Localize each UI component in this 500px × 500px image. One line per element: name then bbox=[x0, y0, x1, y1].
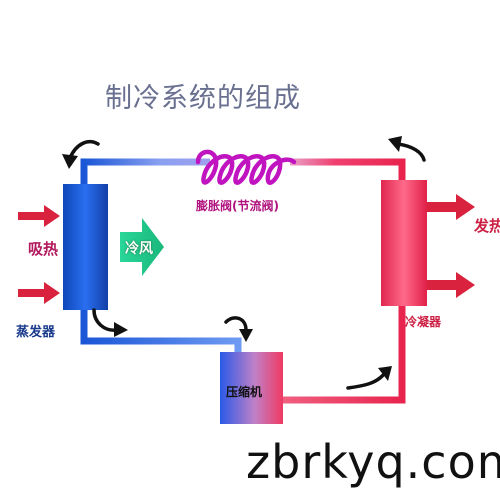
evaporator-label: 蒸发器 bbox=[16, 325, 56, 340]
flow-arrowhead-compressor-top bbox=[239, 329, 253, 342]
flow-arrow-compressor-top bbox=[224, 316, 248, 332]
pipe-evaporator-to-compressor bbox=[80, 308, 242, 354]
flow-arrow-top-right bbox=[396, 142, 426, 162]
compressor-unit bbox=[220, 352, 283, 424]
absorb-heat-arrows bbox=[18, 205, 60, 304]
pipe-evaporator-to-valve bbox=[80, 158, 210, 186]
emit-heat-label: 发热 bbox=[474, 217, 500, 235]
pipe-valve-to-condenser bbox=[290, 158, 406, 182]
emit-heat-arrow-bottom bbox=[427, 272, 475, 298]
condenser-unit bbox=[381, 180, 427, 306]
condenser-label: 冷凝器 bbox=[405, 315, 442, 329]
flow-arrowheads bbox=[62, 136, 402, 381]
flow-arrow-bottom-right bbox=[346, 372, 386, 390]
pipes bbox=[80, 158, 406, 404]
flow-arrowhead-top-left bbox=[62, 154, 78, 169]
emit-heat-arrows bbox=[427, 194, 475, 298]
flow-arrowhead-bottom-right bbox=[378, 366, 392, 381]
flow-arrowhead-evap-bottom bbox=[114, 322, 128, 337]
flow-arrowhead-top-right bbox=[388, 136, 402, 152]
absorb-heat-label: 吸热 bbox=[28, 240, 59, 258]
expansion-valve-label: 膨胀阀(节流阀) bbox=[196, 199, 279, 213]
watermark-box: zbrkyq.com bbox=[236, 433, 500, 497]
absorb-heat-arrow-bottom bbox=[18, 282, 60, 304]
diagram-title: 制冷系统的组成 bbox=[105, 83, 301, 114]
emit-heat-arrow-top bbox=[427, 194, 475, 220]
evaporator-unit bbox=[63, 184, 108, 310]
absorb-heat-arrow-top bbox=[18, 205, 60, 227]
watermark-text: zbrkyq.com bbox=[246, 435, 500, 489]
flow-arrow-top-left bbox=[68, 139, 100, 160]
pipe-compressor-to-condenser bbox=[282, 304, 406, 404]
cold-wind-label: 冷风 bbox=[125, 241, 153, 257]
flow-arrows bbox=[68, 139, 426, 390]
expansion-valve-coil bbox=[195, 149, 297, 185]
compressor-label: 压缩机 bbox=[226, 385, 263, 399]
cold-wind-arrow bbox=[120, 218, 164, 276]
